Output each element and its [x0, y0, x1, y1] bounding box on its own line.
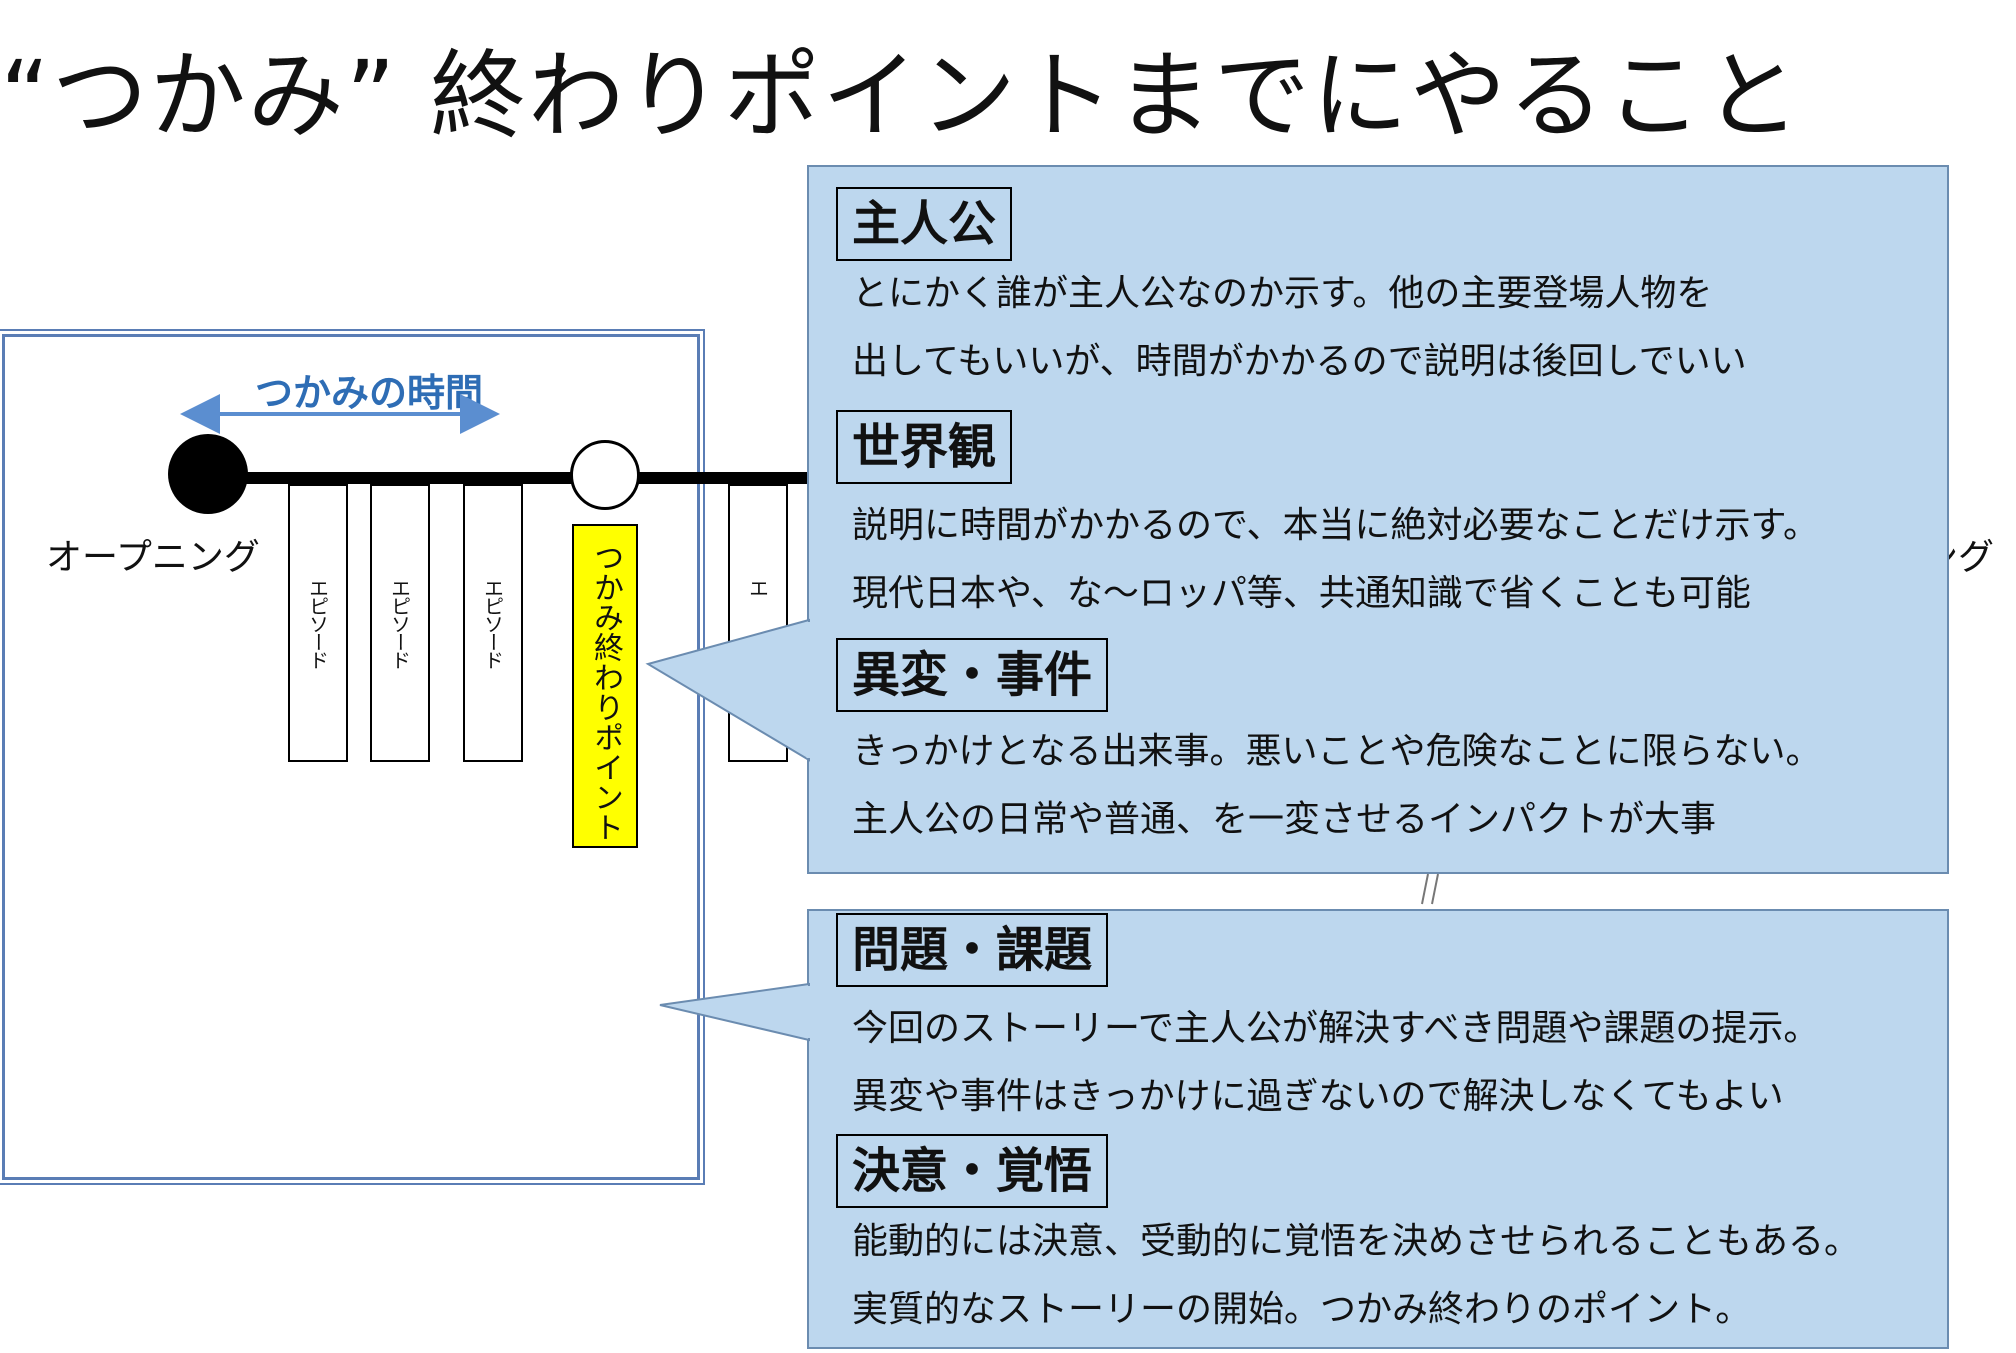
- episode-label: エピソード: [387, 578, 412, 668]
- grab-end-label: つかみ終わりポイント: [588, 542, 623, 842]
- episode-label: エピソード: [305, 578, 330, 668]
- section-heading-resolve: 決意・覚悟: [836, 1134, 1109, 1208]
- callout-panel-upper: [807, 165, 1949, 874]
- callout-tail-upper: [645, 618, 810, 762]
- section-line: 今回のストーリーで主人公が解決すべき問題や課題の提示。: [852, 1008, 1820, 1049]
- section-heading-incident: 異変・事件: [836, 638, 1109, 712]
- episode-label: エピソード: [480, 578, 505, 668]
- section-line: 説明に時間がかかるので、本当に絶対必要なことだけ示す。: [852, 505, 1819, 546]
- section-line: 実質的なストーリーの開始。つかみ終わりのポイント。: [852, 1289, 1752, 1330]
- section-line: 異変や事件はきっかけに過ぎないので解決しなくてもよい: [852, 1076, 1784, 1117]
- section-line: 主人公の日常や普通、を一変させるインパクトが大事: [852, 799, 1717, 840]
- grab-end-point: [570, 440, 640, 510]
- callout-tail-lower: [659, 982, 810, 1042]
- callout-panel-lower: [807, 909, 1949, 1349]
- episode-box: エピソード: [370, 484, 430, 762]
- grab-end-box: つかみ終わりポイント: [572, 524, 638, 848]
- section-line: きっかけとなる出来事。悪いことや危険なことに限らない。: [852, 731, 1822, 772]
- episode-box: エピソード: [288, 484, 348, 762]
- section-line: とにかく誰が主人公なのか示す。他の主要登場人物を: [852, 273, 1713, 314]
- section-line: 現代日本や、な〜ロッパ等、共通知識で省くことも可能: [852, 573, 1751, 614]
- section-line: 出してもいいが、時間がかかるので説明は後回しでいい: [852, 341, 1747, 382]
- episode-box: エピソード: [463, 484, 523, 762]
- section-heading-protagonist: 主人公: [836, 187, 1013, 261]
- episode-label: エ: [745, 578, 770, 596]
- section-heading-problem: 問題・課題: [836, 913, 1109, 987]
- page-title: “つかみ” 終わりポイントまでにやること: [0, 40, 1802, 152]
- opening-label: オープニング: [46, 537, 260, 578]
- opening-point: [168, 434, 248, 514]
- section-line: 能動的には決意、受動的に覚悟を決めさせられることもある。: [852, 1221, 1861, 1262]
- section-heading-worldview: 世界観: [836, 410, 1013, 484]
